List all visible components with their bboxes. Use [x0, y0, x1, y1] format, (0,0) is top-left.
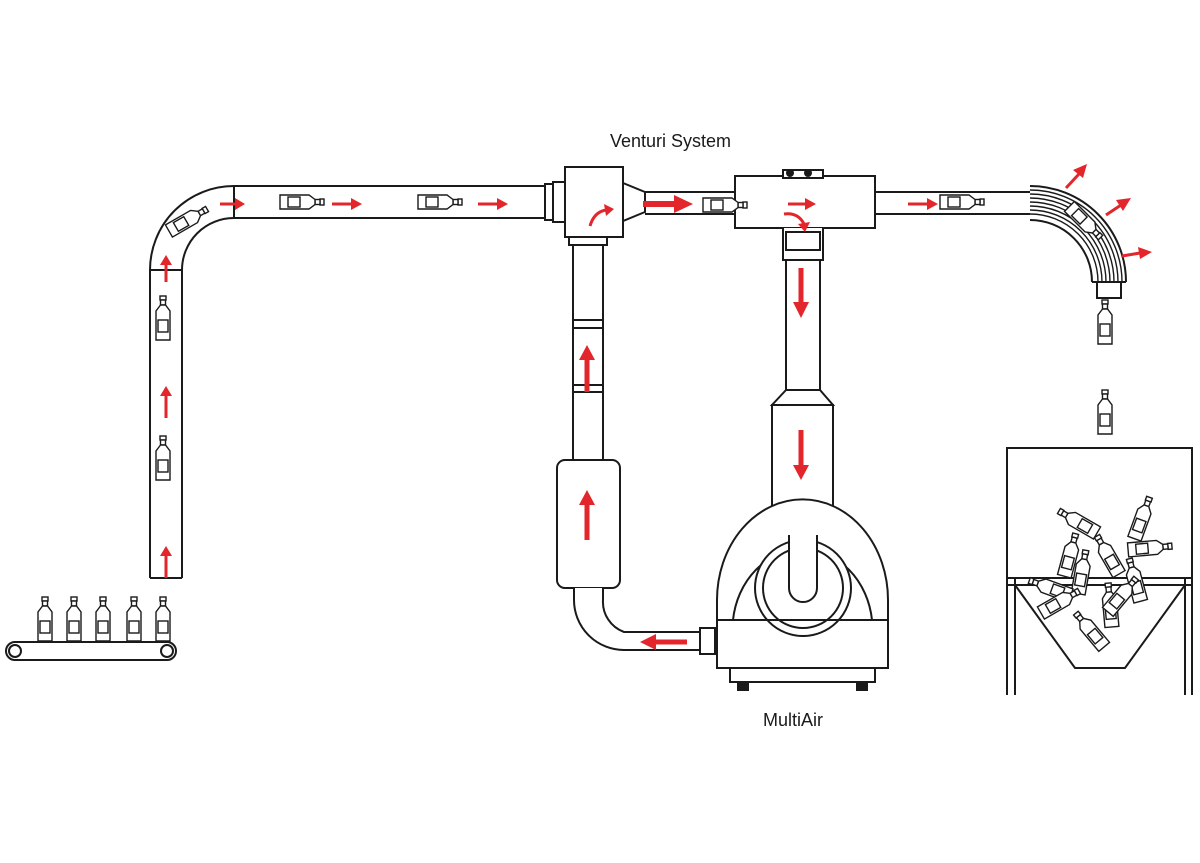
- bottles-in-hopper: [1026, 494, 1174, 653]
- airflow-arrows: [160, 164, 1152, 650]
- multiair-blower: [716, 498, 889, 691]
- venturi-system-label: Venturi System: [610, 131, 732, 151]
- multiair-label: MultiAir: [763, 710, 824, 730]
- discharge-bend: [1029, 185, 1127, 299]
- conveyor-bottles: [37, 596, 171, 642]
- venturi-unit: [564, 166, 1030, 238]
- return-riser: [556, 236, 716, 655]
- bottles-in-transit: [155, 194, 1113, 481]
- collection-hopper: [1006, 447, 1193, 695]
- conveyor-belt: [5, 641, 177, 661]
- riser-pipe: [149, 185, 235, 579]
- top-pipe-left: [234, 181, 566, 223]
